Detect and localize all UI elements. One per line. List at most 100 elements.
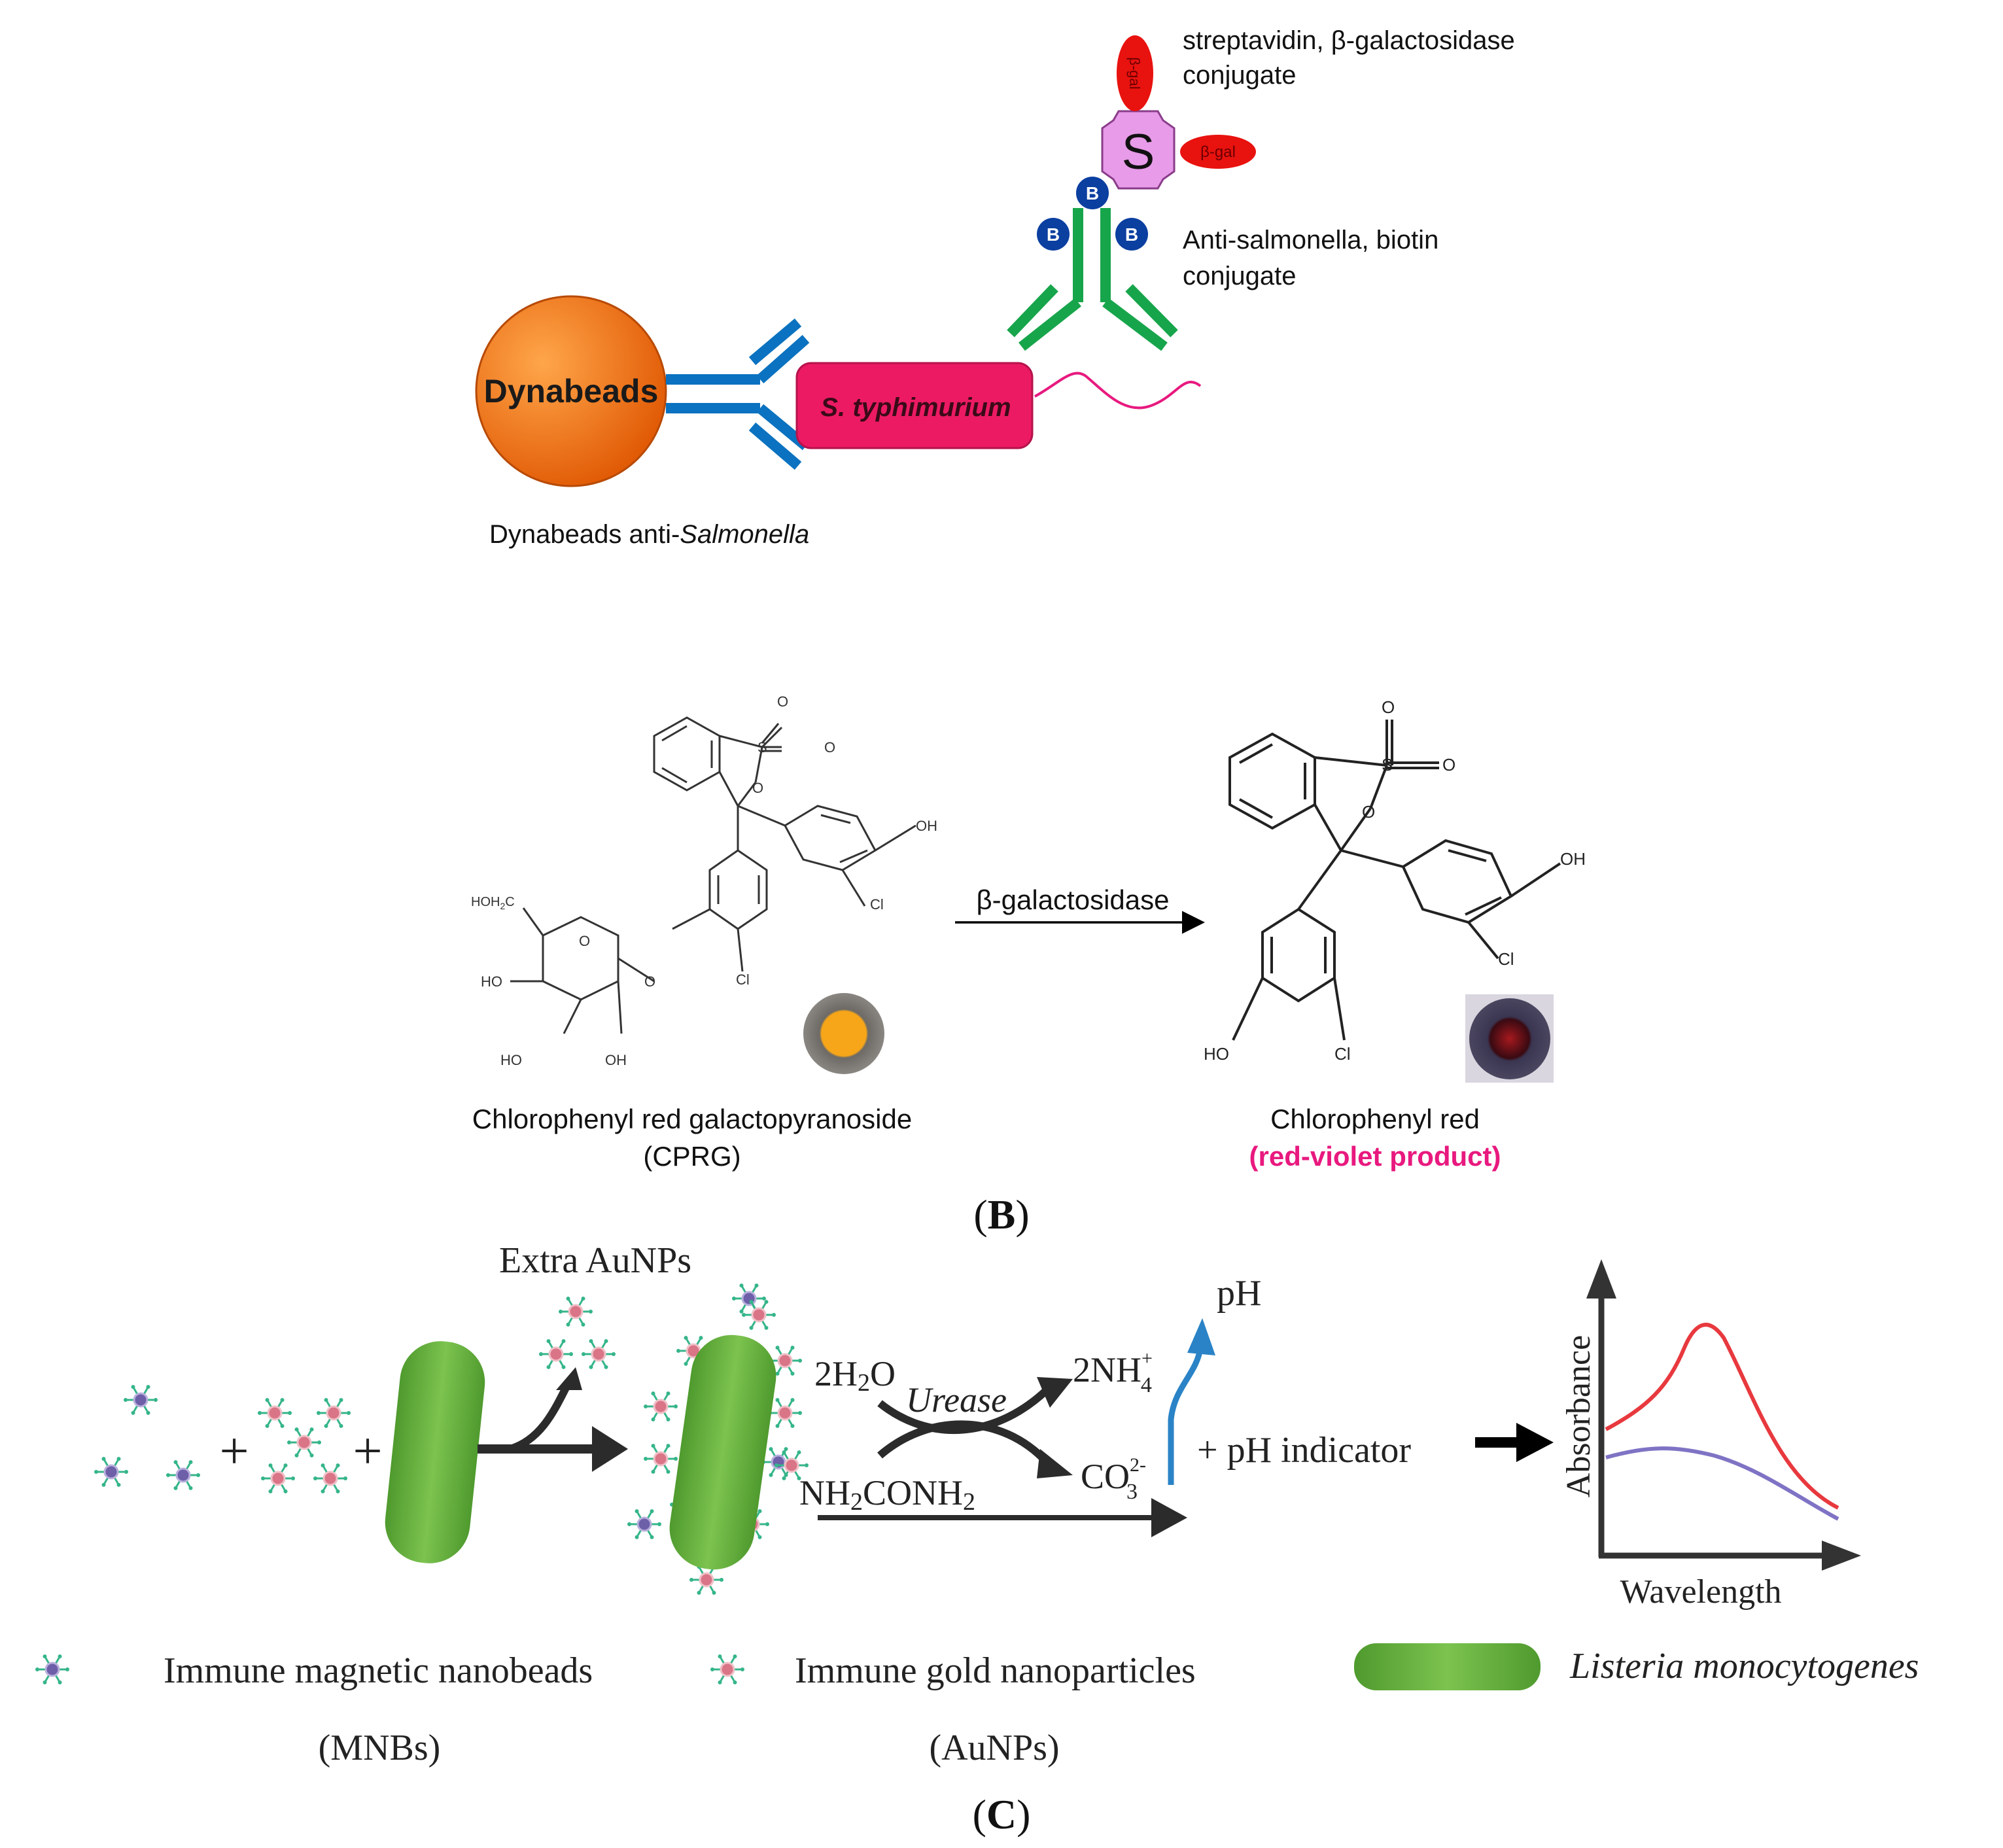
streptavidin-label: S	[1122, 124, 1155, 180]
legend: Immune magnetic nanobeads (MNBs) Immune …	[35, 1643, 1919, 1768]
beta-gal-top-label: β-gal	[1126, 57, 1143, 89]
to-spectrum-arrow	[1475, 1423, 1554, 1462]
cprg-cl-1: Cl	[870, 896, 884, 913]
cprg-spot	[803, 993, 884, 1074]
panel-letter-c: C	[986, 1791, 1017, 1838]
cprg-o-3: O	[752, 780, 763, 796]
dynabead-caption-prefix: Dynabeads anti-	[489, 520, 680, 549]
mnb-particle	[627, 1509, 661, 1539]
legend-aunp-particle	[710, 1654, 744, 1684]
legend-aunp-icon	[710, 1654, 744, 1684]
enzyme-arrow-label: β-galactosidase	[977, 884, 1170, 915]
aunp-particle	[689, 1565, 723, 1595]
panel-b-reaction: O O S O OH Cl Cl O O HOH2C HO HO OH β-ga…	[471, 693, 1586, 1238]
aunp-particle	[539, 1339, 573, 1369]
aunp-particle	[582, 1339, 616, 1369]
aunp-particle	[768, 1398, 802, 1428]
biotin-top	[1076, 177, 1109, 209]
binding-arrow	[478, 1367, 628, 1472]
cprg-ho-1: HO	[481, 973, 502, 990]
carbonate-label: CO2-3	[1081, 1454, 1146, 1504]
flagellum	[1034, 372, 1202, 410]
biotin-left	[1037, 218, 1070, 251]
cpr-cl-1: Cl	[1498, 949, 1514, 969]
streptavidin	[1101, 110, 1176, 190]
urease-label: Urease	[906, 1380, 1007, 1420]
dynabead	[475, 295, 667, 487]
aunp-particle	[261, 1463, 295, 1493]
antibody-label-1: Anti-salmonella, biotin	[1183, 226, 1438, 254]
absorbance-plot: Absorbance Wavelength	[1560, 1259, 1861, 1611]
legend-mnb-line1: Immune magnetic nanobeads	[164, 1650, 593, 1691]
panel-a-diagram: Dynabeads S. typhimurium B	[475, 26, 1515, 549]
ph-label: pH	[1217, 1273, 1261, 1314]
mnb-particle	[166, 1460, 200, 1490]
cprg-oh: OH	[916, 818, 937, 834]
water-end: O	[870, 1354, 896, 1393]
substrate-name: Chlorophenyl red galactopyranoside	[472, 1104, 912, 1134]
carbonate-sup: 2-	[1130, 1454, 1146, 1476]
urease-arrows	[818, 1377, 1187, 1537]
conjugate-label-2: conjugate	[1183, 61, 1296, 90]
cpr-o-2: O	[1442, 755, 1455, 775]
panel-label-c: (C)	[973, 1791, 1031, 1838]
legend-aunp-line1: Immune gold nanoparticles	[795, 1650, 1196, 1691]
substrate-abbr: (CPRG)	[643, 1141, 740, 1172]
panel-label-b: (B)	[973, 1191, 1029, 1238]
aunp-particle	[644, 1391, 678, 1421]
ph-indicator-label: + pH indicator	[1197, 1430, 1411, 1471]
curve-negative	[1605, 1446, 1839, 1521]
aunp-particle	[559, 1297, 593, 1327]
aunp-particle	[317, 1398, 351, 1428]
cpr-s: S	[1382, 755, 1393, 775]
aunp-particle	[313, 1463, 347, 1493]
cprg-hoh2c: HOH2C	[471, 895, 515, 911]
listeria-complex-cell	[669, 1334, 776, 1570]
biotin-left-label: B	[1047, 224, 1060, 245]
beta-gal-top	[1117, 35, 1153, 111]
panel-c-scheme: Extra AuNPs + + 2H2O NH2CONH2 Urease 2	[35, 1240, 1919, 1838]
capture-antibody	[666, 318, 810, 470]
aunp-particle	[768, 1346, 802, 1376]
legend-aunp-line2: (AuNPs)	[929, 1728, 1059, 1768]
aunp-particle	[775, 1450, 809, 1480]
carbonate-main: CO	[1081, 1457, 1130, 1496]
cprg-structure	[510, 716, 916, 1034]
curve-positive	[1605, 1323, 1839, 1510]
cpr-o-1: O	[1382, 697, 1395, 717]
product-name: Chlorophenyl red	[1270, 1104, 1480, 1134]
water-label: 2H2O	[814, 1354, 896, 1397]
urea-a: NH	[799, 1473, 850, 1512]
dynabead-label: Dynabeads	[484, 373, 659, 410]
cpr-ho: HO	[1204, 1044, 1229, 1064]
salmonella-cell	[795, 362, 1034, 449]
cprg-s: S	[758, 739, 767, 756]
extra-aunps-label: Extra AuNPs	[499, 1240, 691, 1281]
cprg-o-ring: O	[579, 933, 590, 949]
cpr-structure	[1228, 720, 1561, 1041]
legend-listeria-icon	[1354, 1643, 1541, 1690]
cpr-oh: OH	[1560, 849, 1586, 869]
cprg-cl-2: Cl	[736, 971, 750, 988]
biotin-top-label: B	[1086, 183, 1099, 203]
hoh2c-a: HOH	[471, 895, 500, 909]
cpr-cl-2: Cl	[1334, 1044, 1351, 1064]
dynabead-caption-italic: Salmonella	[680, 520, 809, 549]
mnb-particle	[94, 1457, 128, 1487]
salmonella-label: S. typhimurium	[820, 393, 1011, 422]
water-sub: 2	[858, 1369, 870, 1397]
product-note: (red-violet product)	[1249, 1141, 1501, 1172]
cprg-o-2: O	[824, 739, 835, 756]
plus-2: +	[353, 1423, 382, 1480]
hoh2c-end: C	[505, 895, 514, 909]
water-main: 2H	[814, 1354, 858, 1393]
ammonium-label: 2NH+4	[1073, 1348, 1153, 1397]
plus-1: +	[219, 1423, 249, 1480]
cprg-ho-2: HO	[500, 1052, 522, 1068]
ph-arrowhead	[1187, 1318, 1215, 1355]
legend-mnb-line2: (MNBs)	[319, 1728, 441, 1768]
aunp-particle	[287, 1427, 321, 1457]
legend-mnb-icon	[35, 1654, 69, 1684]
mnb-particle	[124, 1385, 158, 1415]
